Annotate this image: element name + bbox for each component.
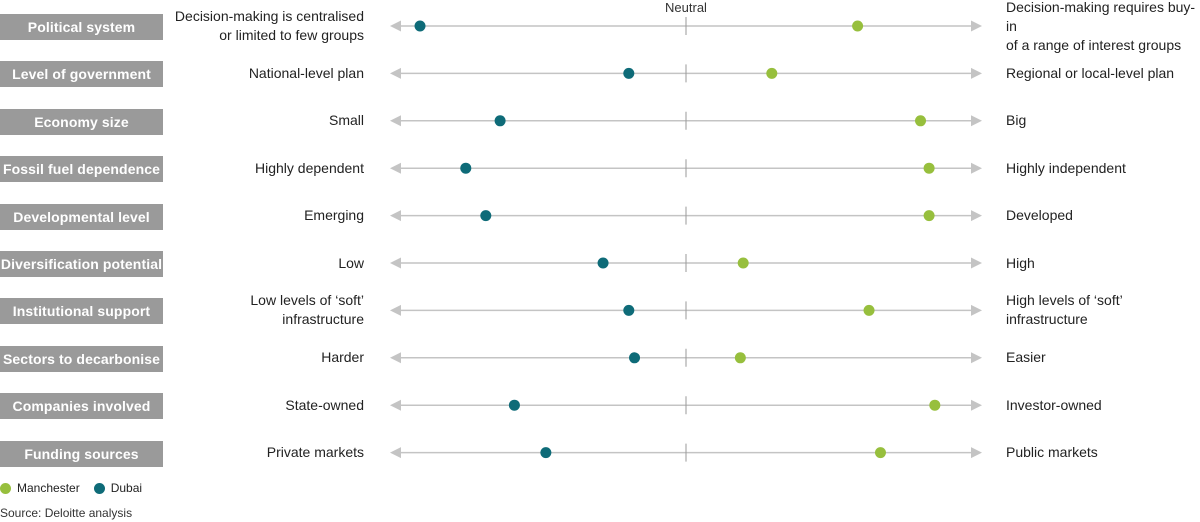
right-arrow: [971, 162, 982, 174]
point-manchester: [923, 162, 935, 174]
right-arrow: [971, 352, 982, 364]
left-pole-label: Harder: [321, 349, 364, 366]
left-pole-label: State-owned: [285, 396, 364, 413]
point-manchester: [929, 399, 941, 411]
right-pole-label: High: [1006, 254, 1035, 271]
point-dubai: [414, 20, 426, 32]
chart-row: Diversification potential Low High: [0, 237, 1200, 277]
legend-label: Dubai: [110, 481, 143, 495]
right-arrow: [971, 20, 982, 32]
right-pole-label: Regional or local-level plan: [1006, 64, 1175, 81]
left-pole-label: National-level plan: [248, 64, 364, 81]
right-arrow: [971, 257, 982, 269]
chart-row: Fossil fuel dependence Highly dependent Hi…: [0, 142, 1200, 183]
left-pole-label: Low levels of ‘soft’infrastructure: [250, 292, 364, 328]
right-pole-label: Big: [1006, 112, 1027, 129]
left-arrow: [390, 257, 401, 269]
point-dubai: [629, 352, 641, 364]
point-dubai: [623, 304, 635, 316]
chart-row: Companies involved State-owned Investor-ow…: [0, 379, 1200, 420]
legend-label: Manchester: [17, 481, 80, 495]
right-pole-label: Public markets: [1006, 444, 1098, 461]
chart-row: Political system Decision-making is centr…: [0, 0, 1200, 53]
chart-row: Level of government National-level plan Re…: [0, 47, 1200, 88]
left-pole-label: Emerging: [304, 207, 364, 224]
left-arrow: [390, 162, 401, 174]
right-pole-label: Highly independent: [1006, 159, 1126, 176]
chart-row: Developmental level Emerging Developed: [0, 190, 1200, 230]
left-pole-label: Highly dependent: [255, 159, 364, 176]
right-pole-label: Developed: [1006, 207, 1073, 224]
left-arrow: [390, 210, 401, 222]
category-label: Companies involved: [0, 393, 163, 420]
chart-plot-area: [390, 17, 982, 462]
point-manchester: [874, 447, 886, 459]
legend-swatch: [0, 482, 11, 494]
legend-item: Manchester: [0, 481, 80, 495]
chart-row: Institutional support Low levels of ‘soft…: [0, 284, 1200, 327]
point-dubai: [480, 210, 492, 222]
point-dubai: [623, 67, 635, 79]
right-arrow: [971, 210, 982, 222]
left-pole-label: Low: [338, 254, 364, 271]
legend-item: Dubai: [93, 481, 143, 495]
point-dubai: [597, 257, 609, 269]
left-pole-label: Private markets: [266, 444, 364, 461]
point-dubai: [460, 162, 472, 174]
category-label: Developmental level: [0, 203, 163, 230]
point-manchester: [737, 257, 749, 269]
right-pole-label: Easier: [1006, 349, 1046, 366]
right-arrow: [971, 399, 982, 411]
left-arrow: [390, 447, 401, 459]
point-dubai: [540, 447, 552, 459]
left-arrow: [390, 115, 401, 127]
category-label: Funding sources: [0, 440, 163, 467]
category-label: Diversification potential: [0, 251, 163, 277]
category-label: Economy size: [0, 108, 163, 135]
left-arrow: [390, 304, 401, 316]
category-label: Political system: [0, 14, 163, 40]
chart-row: Economy size Small Big: [0, 95, 1200, 135]
point-manchester: [863, 304, 875, 316]
chart-row: Funding sources Private markets Public mar…: [0, 427, 1200, 467]
legend-swatch: [93, 482, 105, 494]
right-arrow: [971, 115, 982, 127]
point-dubai: [508, 399, 520, 411]
point-dubai: [494, 115, 506, 127]
category-label: Institutional support: [0, 298, 163, 325]
left-arrow: [390, 20, 401, 32]
left-arrow: [390, 67, 401, 79]
category-label: Fossil fuel dependence: [0, 156, 163, 183]
point-manchester: [923, 210, 935, 222]
chart-row: Sectors to decarbonise Harder Easier: [0, 332, 1200, 372]
left-arrow: [390, 399, 401, 411]
left-pole-label: Small: [328, 112, 364, 129]
right-pole-label: High levels of ‘soft’infrastructure: [1006, 292, 1123, 328]
left-arrow: [390, 352, 401, 364]
right-pole-label: Investor-owned: [1006, 396, 1102, 413]
right-arrow: [971, 304, 982, 316]
point-manchester: [915, 115, 927, 127]
category-label: Sectors to decarbonise: [0, 345, 163, 372]
right-arrow: [971, 67, 982, 79]
right-arrow: [971, 447, 982, 459]
legend: Manchester Dubai: [0, 478, 156, 498]
point-manchester: [852, 20, 864, 32]
neutral-label: Neutral: [665, 0, 707, 15]
point-manchester: [734, 352, 746, 364]
point-manchester: [766, 67, 778, 79]
source-note: Source: Deloitte analysis: [0, 506, 133, 520]
category-label: Level of government: [0, 61, 163, 88]
